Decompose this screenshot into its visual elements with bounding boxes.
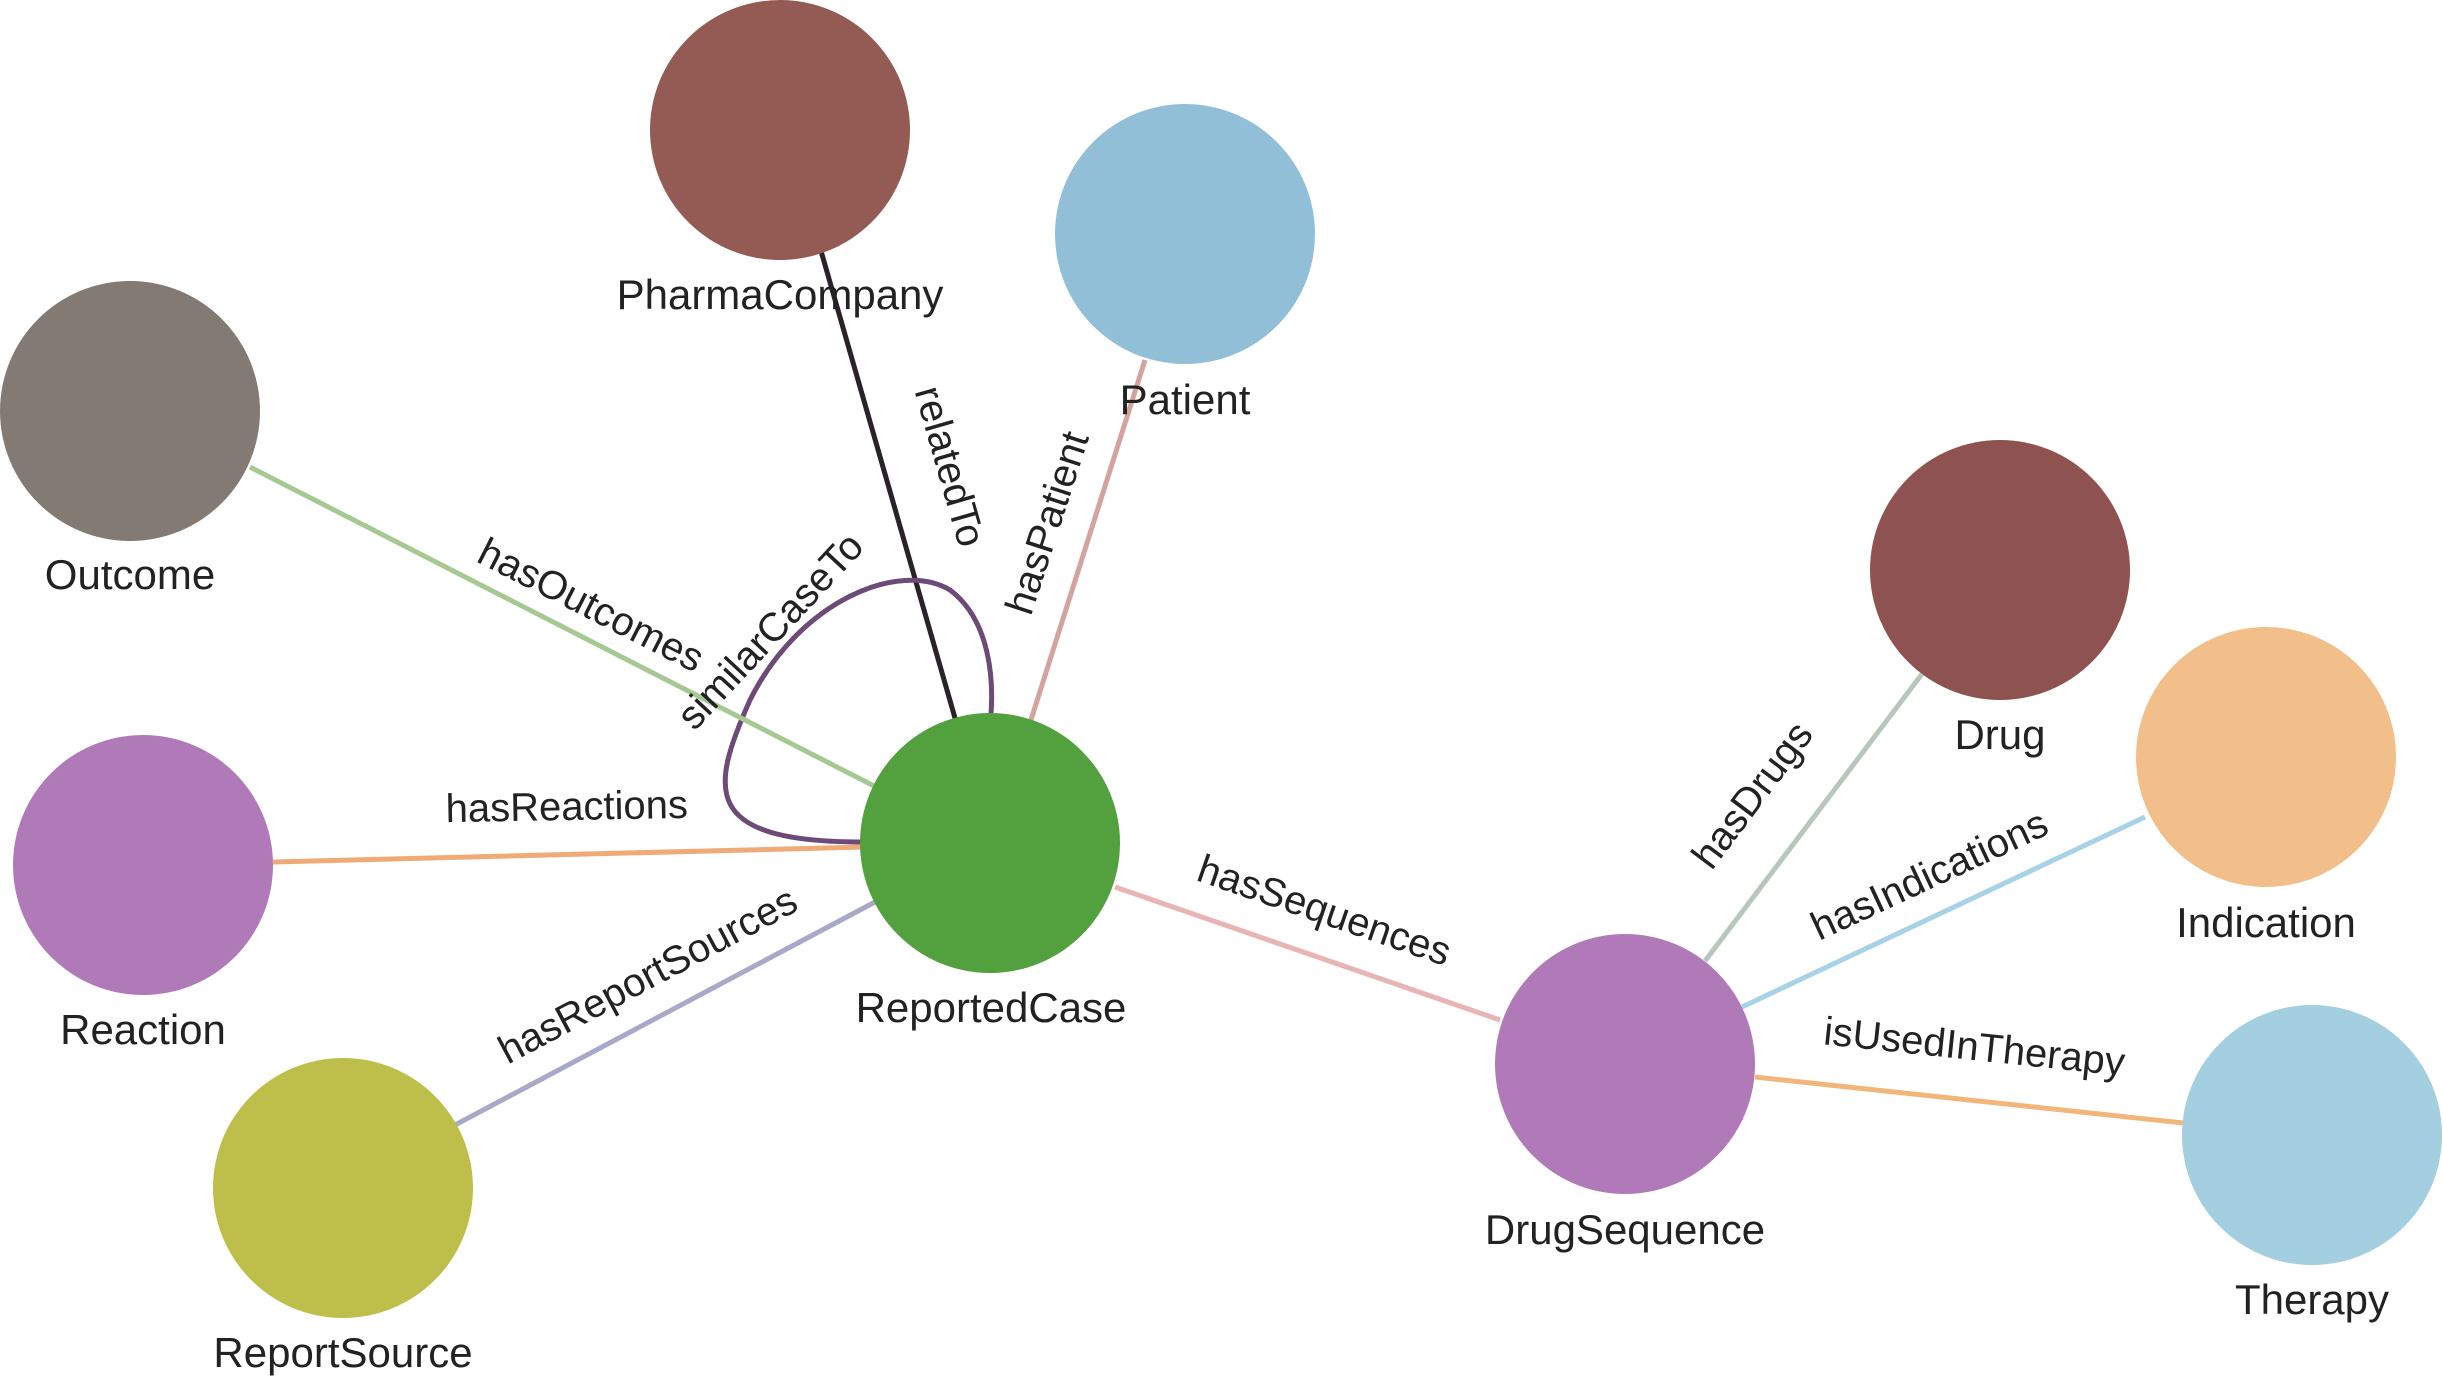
edge-has-reactions bbox=[272, 844, 865, 865]
edge-related-to bbox=[812, 229, 960, 726]
edge-is-used-in-therapy bbox=[1754, 1074, 2184, 1126]
node-report-source[interactable] bbox=[213, 1058, 473, 1318]
node-label-report-source: ReportSource bbox=[213, 1329, 472, 1376]
node-outcome[interactable] bbox=[0, 281, 260, 541]
edges bbox=[248, 229, 2184, 1128]
node-drug[interactable] bbox=[1870, 440, 2130, 700]
node-label-therapy: Therapy bbox=[2235, 1276, 2389, 1323]
edge-label-has-outcomes: hasOutcomes bbox=[471, 530, 711, 681]
edge-label-has-report-sources: hasReportSources bbox=[491, 878, 804, 1072]
node-label-pharma-company: PharmaCompany bbox=[617, 271, 944, 318]
edge-has-drugs bbox=[1703, 672, 1924, 963]
edge-label-related-to: relatedTo bbox=[906, 381, 994, 551]
edge-has-outcomes bbox=[248, 464, 880, 791]
edge-has-report-sources bbox=[453, 899, 877, 1128]
node-label-outcome: Outcome bbox=[45, 551, 215, 598]
edge-label-has-reactions: hasReactions bbox=[445, 783, 688, 831]
node-reaction[interactable] bbox=[13, 735, 273, 995]
edge-similar-case-to bbox=[722, 577, 995, 845]
node-indication[interactable] bbox=[2136, 627, 2396, 887]
edge-has-sequences bbox=[1114, 884, 1501, 1023]
node-pharma-company[interactable] bbox=[650, 0, 910, 260]
edge-label-has-drugs: hasDrugs bbox=[1684, 714, 1822, 877]
edge-label-has-sequences: hasSequences bbox=[1192, 847, 1457, 975]
node-drug-sequence[interactable] bbox=[1495, 934, 1755, 1194]
node-reported-case[interactable] bbox=[860, 713, 1120, 973]
edge-label-similar-case-to: similarCaseTo bbox=[669, 524, 872, 738]
node-label-drug: Drug bbox=[1954, 711, 2045, 758]
node-label-indication: Indication bbox=[2176, 899, 2356, 946]
node-label-reaction: Reaction bbox=[60, 1006, 226, 1053]
edge-has-patient bbox=[1027, 359, 1148, 724]
nodes bbox=[0, 0, 2442, 1318]
node-patient[interactable] bbox=[1055, 104, 1315, 364]
edge-label-is-used-in-therapy: isUsedInTherapy bbox=[1822, 1009, 2127, 1084]
node-label-drug-sequence: DrugSequence bbox=[1485, 1206, 1765, 1253]
node-label-patient: Patient bbox=[1120, 376, 1251, 423]
node-labels: ReportedCase PharmaCompany Patient Outco… bbox=[45, 271, 2389, 1376]
node-therapy[interactable] bbox=[2182, 1005, 2442, 1265]
node-label-reported-case: ReportedCase bbox=[856, 984, 1127, 1031]
edge-has-indications bbox=[1740, 814, 2147, 1010]
edge-label-has-patient: hasPatient bbox=[998, 426, 1098, 619]
